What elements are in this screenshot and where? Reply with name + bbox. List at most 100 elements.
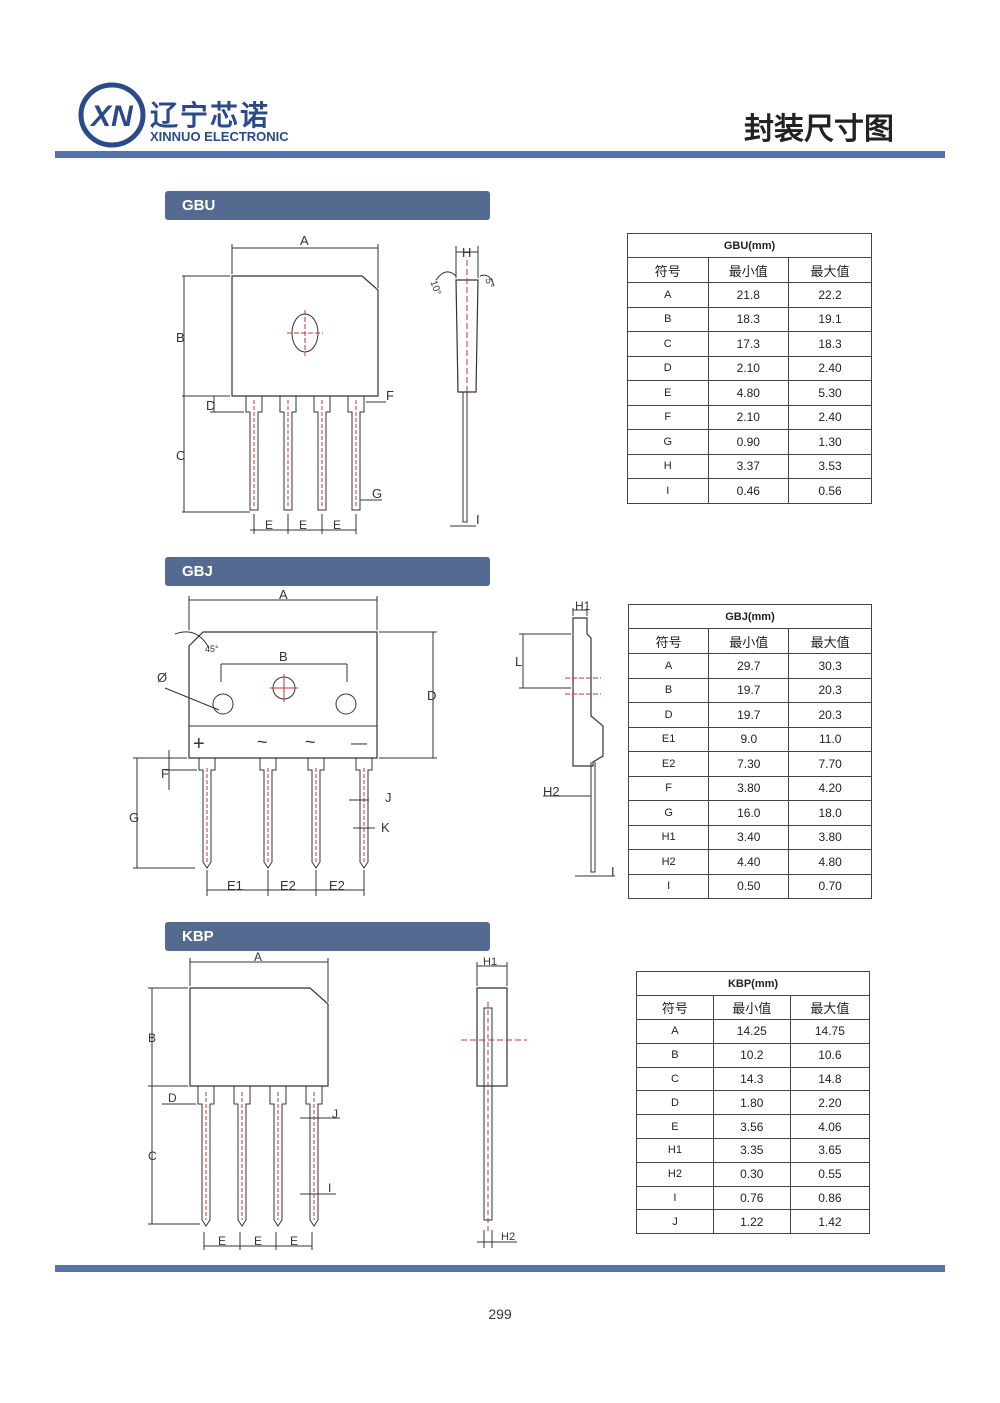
col-header-min: 最小值 [708, 628, 790, 654]
gbj-dim-i-label: I [611, 864, 615, 879]
header-divider [55, 151, 945, 158]
cell-symbol: J [636, 1209, 714, 1235]
table-title: KBP(mm) [636, 971, 870, 996]
cell-max: 5.30 [788, 380, 872, 406]
cell-max: 22.2 [788, 282, 872, 308]
cell-symbol: E1 [627, 726, 710, 752]
gbj-dim-e1-label: E1 [227, 878, 243, 893]
cell-max: 2.20 [789, 1090, 871, 1116]
cell-symbol: E [636, 1114, 714, 1139]
cell-min: 19.7 [708, 677, 790, 703]
gbj-side-labels: H1 L H2 I [515, 599, 615, 879]
cell-symbol: A [636, 1019, 714, 1044]
kbp-dim-b-label: B [148, 1031, 156, 1045]
cell-min: 14.3 [712, 1066, 791, 1092]
kbp-dim-d-label: D [168, 1091, 177, 1105]
gbj-dim-h1-label: H1 [575, 599, 591, 613]
kbp-dim-h1-label: H1 [483, 956, 497, 968]
gbu-dim-d-label: D [206, 398, 215, 413]
gbj-angle-label: 45° [205, 644, 219, 654]
cell-max: 20.3 [788, 677, 872, 703]
cell-max: 3.53 [788, 453, 872, 479]
cell-min: 0.90 [707, 429, 790, 455]
cell-max: 2.40 [788, 404, 872, 430]
gbu-dim-h-label: H [462, 245, 471, 260]
cell-max: 0.70 [788, 873, 872, 899]
cell-symbol: B [627, 306, 709, 332]
gbu-dim-b-label: B [176, 330, 185, 345]
cell-max: 10.6 [789, 1042, 871, 1068]
cell-min: 3.37 [707, 453, 790, 479]
footer-divider [55, 1265, 945, 1272]
col-header-symbol: 符号 [636, 995, 714, 1020]
gbj-ac-marking-1: ~ [257, 732, 268, 752]
col-header-symbol: 符号 [627, 628, 710, 654]
cell-min: 29.7 [708, 653, 790, 679]
cell-symbol: C [636, 1066, 714, 1092]
gbu-drawing-labels: A B C D E E E F G H I 10° 5° [176, 233, 495, 532]
gbj-dim-k-label: K [381, 820, 390, 835]
cell-min: 2.10 [707, 404, 790, 430]
gbj-dim-a-label: A [279, 590, 288, 602]
gbj-drawing [133, 596, 437, 896]
cell-min: 3.35 [712, 1137, 791, 1163]
logo-letters: XN [89, 100, 134, 133]
gbj-minus-marking: — [351, 735, 367, 752]
cell-symbol: E [627, 380, 709, 406]
cell-min: 3.80 [708, 775, 790, 801]
cell-max: 0.56 [788, 478, 872, 504]
kbp-drawing-labels: A B C D E E E J I [148, 952, 338, 1248]
cell-max: 3.65 [789, 1137, 871, 1163]
cell-symbol: H [627, 453, 709, 479]
gbu-drawing [182, 244, 495, 534]
cell-min: 3.40 [708, 824, 790, 850]
cell-min: 0.50 [708, 873, 790, 899]
page-number: 299 [488, 1306, 512, 1322]
gbj-plus-marking: + [193, 733, 205, 755]
gbj-dim-e2b-label: E2 [329, 878, 345, 893]
gbu-dim-e2-label: E [299, 518, 307, 532]
section-label-gbu: GBU [165, 191, 490, 220]
cell-min: 9.0 [708, 726, 790, 752]
gbu-dim-i-label: I [476, 512, 480, 527]
cell-min: 4.40 [708, 849, 790, 875]
gbj-ac-marking-2: ~ [305, 732, 316, 752]
cell-min: 0.30 [712, 1161, 791, 1187]
cell-min: 14.25 [712, 1019, 791, 1044]
cell-min: 3.56 [712, 1114, 791, 1139]
gbu-angle1-label: 10° [427, 279, 443, 297]
cell-min: 1.80 [712, 1090, 791, 1116]
cell-min: 16.0 [708, 800, 790, 826]
cell-min: 21.8 [707, 282, 790, 308]
cell-symbol: G [627, 429, 709, 455]
cell-min: 2.10 [707, 355, 790, 381]
cell-symbol: H1 [636, 1137, 714, 1163]
company-name-cn: 辽宁芯诺 [150, 99, 271, 132]
section-label-gbj: GBJ [165, 557, 490, 586]
cell-max: 0.86 [789, 1185, 871, 1211]
cell-symbol: H2 [627, 849, 710, 875]
cell-max: 0.55 [789, 1161, 871, 1187]
cell-symbol: F [627, 775, 710, 801]
cell-symbol: A [627, 282, 709, 308]
kbp-dim-e2-label: E [254, 1234, 262, 1248]
col-header-max: 最大值 [788, 257, 872, 283]
